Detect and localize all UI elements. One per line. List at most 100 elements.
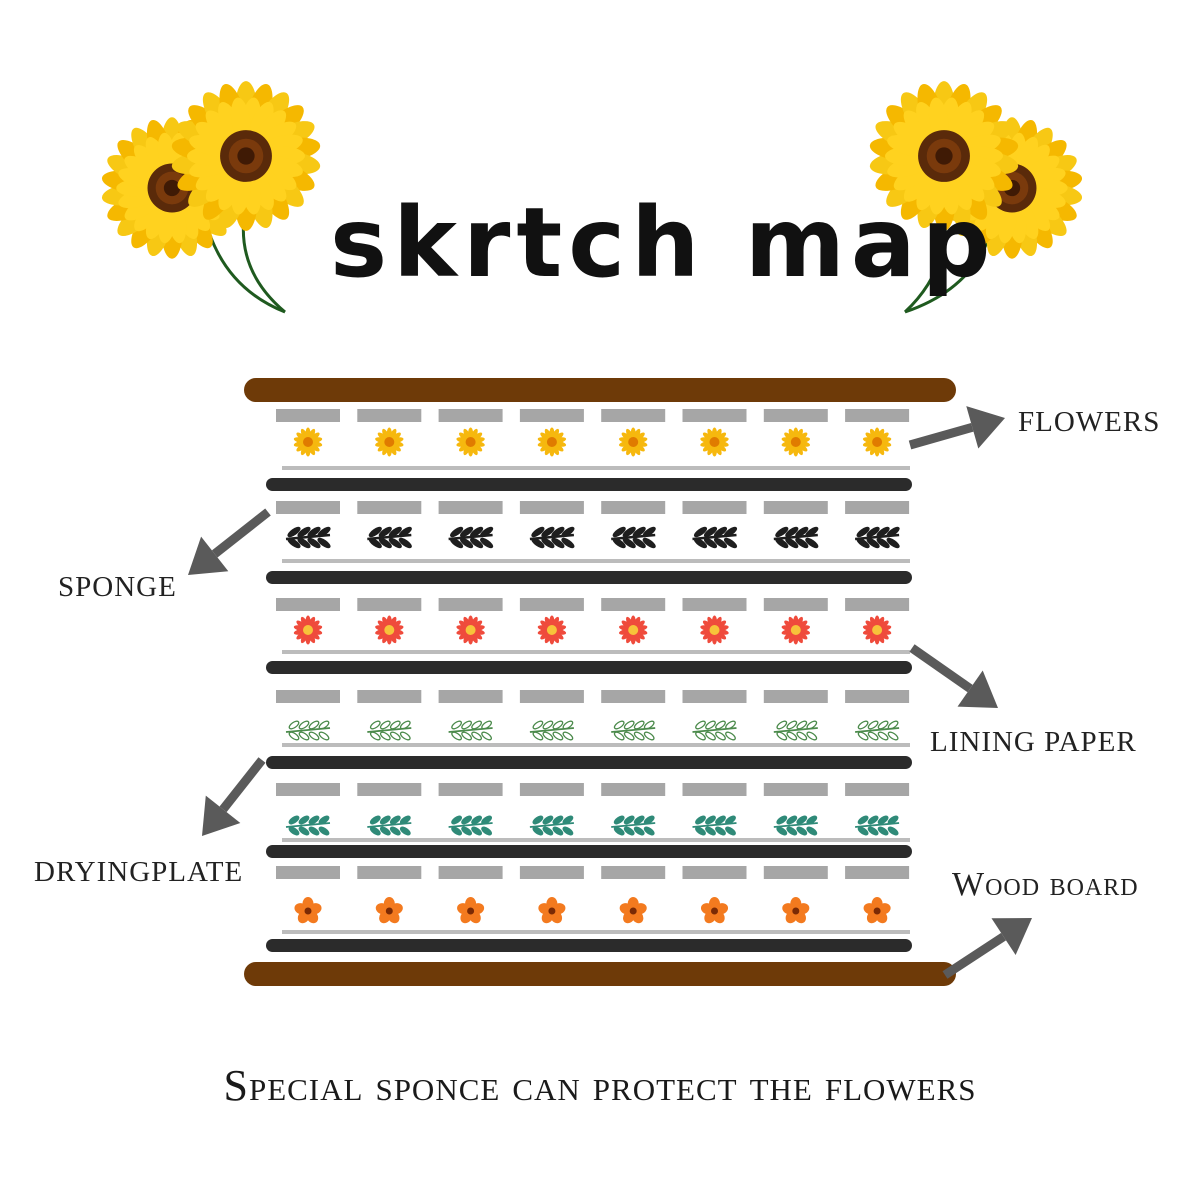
- red-flower-icon: [619, 615, 648, 645]
- black-leaf-icon: [285, 526, 331, 549]
- label-flowers: FLOWERS: [1018, 406, 1161, 438]
- sponge-block: [845, 598, 910, 611]
- sponge-block: [763, 501, 828, 514]
- red-flower-icon: [781, 615, 810, 645]
- layer-row: [266, 409, 912, 491]
- sponge-block: [601, 501, 666, 514]
- sponge-block: [845, 409, 910, 422]
- black-leaf-icon: [692, 526, 738, 549]
- sponge-block: [763, 866, 828, 879]
- arrow-icon: [909, 644, 998, 708]
- teal-leaf-icon: [448, 815, 493, 836]
- lining-paper: [282, 838, 910, 842]
- sponge-block: [276, 690, 340, 703]
- arrow-icon: [908, 406, 1005, 450]
- sponge-block: [276, 501, 340, 514]
- layer-stack: [244, 378, 956, 986]
- lining-paper: [282, 466, 910, 470]
- teal-leaf-icon: [367, 815, 412, 836]
- arrows: [188, 406, 1032, 979]
- green-leaf-icon: [855, 720, 900, 741]
- sponge-block: [438, 598, 503, 611]
- orange-flower-icon: [294, 897, 322, 924]
- label-lining-paper: LINING PAPER: [930, 726, 1137, 758]
- sponge-block: [357, 598, 422, 611]
- yellow-daisy-icon: [700, 427, 729, 457]
- sponge-block: [276, 598, 340, 611]
- sponge-block: [357, 866, 422, 879]
- sponge-block: [682, 690, 747, 703]
- sponge-block: [601, 783, 666, 796]
- teal-leaf-icon: [855, 815, 900, 836]
- sponge-block: [276, 866, 340, 879]
- arrow-icon: [202, 757, 266, 836]
- sponge-block: [438, 409, 503, 422]
- sunflower-decorations: [101, 81, 1083, 314]
- wood-board-top: [244, 378, 956, 402]
- sponge-block: [276, 409, 340, 422]
- sponge-block: [357, 501, 422, 514]
- black-leaf-icon: [529, 526, 575, 549]
- red-flower-icon: [537, 615, 567, 645]
- orange-flower-icon: [457, 897, 485, 924]
- black-leaf-icon: [448, 526, 494, 549]
- red-flower-icon: [862, 615, 892, 645]
- sponge-block: [438, 690, 503, 703]
- drying-plate: [266, 939, 912, 952]
- yellow-daisy-icon: [781, 427, 810, 457]
- label-dryingplate: DRYINGPLATE: [34, 856, 244, 888]
- sponge-block: [357, 409, 422, 422]
- sponge-block: [357, 690, 422, 703]
- red-flower-icon: [375, 615, 404, 645]
- sponge-block: [601, 409, 666, 422]
- red-flower-icon: [700, 615, 729, 645]
- sponge-block: [438, 866, 503, 879]
- orange-flower-icon: [375, 897, 403, 924]
- orange-flower-icon: [863, 897, 891, 924]
- wood-board-bottom: [244, 962, 956, 986]
- orange-flower-icon: [538, 897, 566, 924]
- sponge-block: [519, 409, 584, 422]
- sponge-block: [682, 598, 747, 611]
- sponge-block: [845, 783, 910, 796]
- sponge-block: [276, 783, 340, 796]
- yellow-daisy-icon: [375, 427, 404, 457]
- red-flower-icon: [456, 615, 485, 645]
- drying-plate: [266, 845, 912, 858]
- lining-paper: [282, 930, 910, 934]
- stem: [904, 234, 992, 314]
- stem: [208, 234, 286, 314]
- teal-leaf-icon: [773, 815, 818, 836]
- layer-row: [266, 501, 912, 584]
- label-sponge: SPONGE: [58, 571, 177, 603]
- sponge-block: [519, 783, 584, 796]
- green-leaf-icon: [367, 720, 412, 741]
- teal-leaf-icon: [692, 815, 737, 836]
- sponge-block: [845, 866, 910, 879]
- yellow-daisy-icon: [862, 427, 892, 457]
- orange-flower-icon: [782, 897, 810, 924]
- sunflower-icon: [869, 81, 1019, 231]
- drying-plate: [266, 571, 912, 584]
- green-leaf-icon: [773, 720, 818, 741]
- sponge-block: [682, 501, 747, 514]
- green-leaf-icon: [529, 720, 574, 741]
- sponge-block: [763, 690, 828, 703]
- sponge-block: [357, 783, 422, 796]
- black-leaf-icon: [854, 526, 900, 549]
- sponge-block: [845, 690, 910, 703]
- layer-row: [266, 598, 912, 674]
- sponge-block: [438, 501, 503, 514]
- green-leaf-icon: [285, 720, 331, 741]
- drying-plate: [266, 478, 912, 491]
- label-wood-board: Wood board: [952, 866, 1139, 903]
- sponge-block: [519, 690, 584, 703]
- sponge-block: [519, 866, 584, 879]
- sponge-block: [763, 409, 828, 422]
- black-leaf-icon: [773, 526, 819, 549]
- arrow-icon: [942, 918, 1032, 979]
- sponge-block: [682, 783, 747, 796]
- green-leaf-icon: [692, 720, 737, 741]
- green-leaf-icon: [611, 720, 656, 741]
